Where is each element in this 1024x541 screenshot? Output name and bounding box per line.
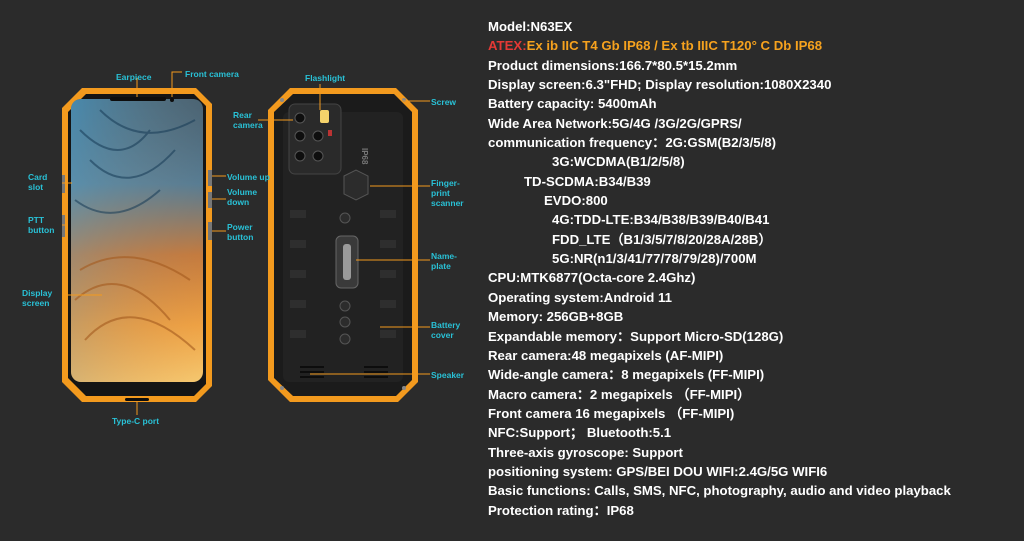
front-camera-dot [170,98,174,102]
screw-icon [280,98,406,390]
spec-cpu: CPU:MTK6877(Octa-core 2.4Ghz) [488,270,696,286]
label-front-camera: Front camera [185,69,239,79]
front-phone [62,88,212,402]
label-ptt-button: PTT button [28,215,55,235]
power-key [208,222,212,240]
spec-tdd-lte: 4G:TDD-LTE:B34/B38/B39/B40/B41 [552,212,770,228]
label-volume-up: Volume up [227,172,270,182]
volume-down-key [208,192,212,208]
label-type-c-port: Type-C port [112,416,160,426]
label-power-button: Power button [227,222,254,242]
spec-nfc: NFC:Support； Bluetooth:5.1 [488,425,672,441]
spec-atex: ATEX:Ex ib IIC T4 Gb IP68 / Ex tb IIIC T… [488,36,1018,55]
atex-label: ATEX: [488,38,527,54]
spec-frequency: communication frequency：2G:GSM(B2/3/5/8) [488,135,776,151]
rear-ip-badge: IP68 [360,148,369,165]
flashlight-led [320,110,329,123]
label-screw: Screw [431,97,457,107]
spec-expandable: Expandable memory：Support Micro-SD(128G) [488,328,784,344]
spec-wide-camera: Wide-angle camera：8 megapixels (FF-MIPI) [488,367,765,383]
ptt-key [62,215,65,237]
fingerprint-icon [343,169,369,201]
back-phone: IP68 [268,88,418,402]
spec-positioning: positioning system: GPS/BEI DOU WIFI:2.4… [488,463,828,479]
spec-basic-functions: Basic functions: Calls, SMS, NFC, photog… [488,483,951,499]
label-earpiece: Earpiece [116,72,152,82]
usb-c-port-icon [125,398,149,401]
atex-value: Ex ib IIC T4 Gb IP68 / Ex tb IIIC T120° … [526,38,823,54]
spec-tdscdma: TD-SCDMA:B34/B39 [524,173,651,189]
spec-wan: Wide Area Network:5G/4G /3G/2G/GPRS/ [488,115,742,131]
speaker-icon [300,366,388,378]
spec-gyro: Three-axis gyroscope: Support [488,444,683,460]
card-slot-cover [62,175,65,193]
spec-fdd-lte: FDD_LTE（B1/3/5/7/8/20/28A/28B） [552,231,772,247]
spec-evdo: EVDO:800 [544,193,608,209]
spec-front-camera: Front camera 16 megapixels （FF-MIPI) [488,405,735,421]
spec-os: Operating system:Android 11 [488,289,672,305]
label-speaker: Speaker [431,370,465,380]
phone-illustrations: IP68 [62,71,430,415]
spec-dimensions: Product dimensions:166.7*80.5*15.2mm [488,57,738,73]
earpiece-slot [110,97,166,101]
spec-list: Model:N63EX ATEX:Ex ib IIC T4 Gb IP68 / … [488,17,1018,520]
product-diagram: IP68 Earpiece Front camera Card slot PTT… [0,0,480,541]
spec-rear-camera: Rear camera:48 megapixels (AF-MIPI) [488,347,724,363]
volume-up-key [208,170,212,186]
label-rear-camera: Rear camera [233,110,263,130]
spec-wcdma: 3G:WCDMA(B1/2/5/8) [552,154,685,170]
label-display-screen: Display screen [22,288,53,308]
label-volume-down: Volume down [227,187,258,207]
spec-nr: 5G:NR(n1/3/41/77/78/79/28)/700M [552,251,757,267]
spec-display: Display screen:6.3"FHD; Display resoluti… [488,77,832,93]
label-battery-cover: Battery cover [431,320,461,340]
leader-lines [62,71,430,415]
label-nameplate: Name- plate [431,251,457,271]
spec-model: Model:N63EX [488,19,573,34]
label-flashlight: Flashlight [305,73,346,83]
spec-macro-camera: Macro camera：2 megapixels （FF-MIPI） [488,386,751,402]
label-card-slot: Card slot [28,172,48,192]
spec-battery: Battery capacity: 5400mAh [488,96,657,112]
spec-memory: Memory: 256GB+8GB [488,309,624,325]
spec-protection: Protection rating：IP68 [488,502,634,518]
label-fingerprint-scanner: Finger- print scanner [431,178,464,208]
